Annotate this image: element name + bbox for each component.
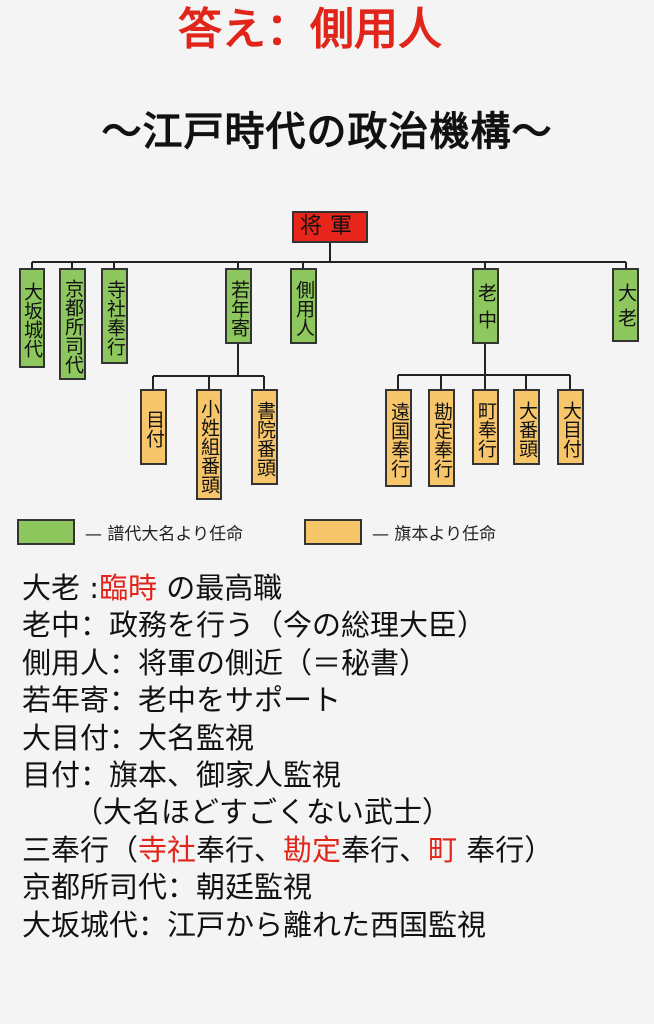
- legend-green: — 譜代大名より任命: [17, 519, 243, 545]
- note-line: 大坂城代：江戸から離れた西国監視: [22, 907, 642, 944]
- note-line: （大名ほどすごくない武士）: [22, 794, 642, 831]
- answer-heading: 答え：側用人: [178, 4, 442, 55]
- note-text: 目付：旗本、御家人監視: [22, 758, 342, 793]
- note-text: 三奉行（: [22, 832, 139, 867]
- note-line: 大目付：大名監視: [22, 720, 642, 757]
- note-text: 側用人：将軍の側近（＝秘書）: [22, 645, 429, 680]
- legend-label-green: — 譜代大名より任命: [85, 524, 244, 545]
- note-text: 奉行、: [196, 832, 284, 867]
- note-line: 老中：政務を行う（今の総理大臣）: [22, 607, 642, 644]
- node-osaka-jodai: 大坂城代: [19, 268, 45, 368]
- node-kanjo-bugyo: 勘定奉行: [428, 389, 455, 487]
- node-ongoku-bugyo: 遠国奉行: [385, 389, 412, 487]
- legend-swatch-green: [17, 519, 75, 545]
- note-highlight: 臨時: [99, 571, 158, 605]
- node-sobayonin: 側用人: [290, 268, 317, 344]
- note-line: 大老 :臨時 の最高職: [22, 570, 642, 607]
- note-text: 奉行）: [457, 832, 554, 867]
- note-text: 奉行、: [341, 832, 429, 867]
- note-highlight: 寺社: [138, 832, 197, 867]
- node-wakadoshiyori: 若年寄: [225, 268, 252, 344]
- org-chart-lines: [31, 243, 627, 389]
- note-text: の最高職: [157, 571, 283, 605]
- node-kosho-gumi-bangashira: 小姓組番頭: [196, 389, 222, 500]
- note-text: 大目付：大名監視: [22, 720, 255, 755]
- note-highlight: 町: [428, 832, 458, 867]
- node-tairo: 大老: [612, 268, 639, 342]
- note-text: 大老 :: [22, 571, 99, 605]
- legend-label-orange: — 旗本より任命: [372, 524, 497, 545]
- note-text: 老中：政務を行う（今の総理大臣）: [22, 608, 487, 643]
- note-line: 若年寄：老中をサポート: [22, 682, 642, 719]
- node-ometsuke: 大目付: [557, 389, 584, 465]
- node-jisha-bugyo: 寺社奉行: [101, 268, 128, 364]
- legend-orange: — 旗本より任命: [304, 519, 496, 545]
- note-line: 三奉行（寺社奉行、勘定奉行、町 奉行）: [22, 832, 642, 869]
- page-title: 〜江戸時代の政治機構〜: [101, 109, 553, 155]
- node-machi-bugyo: 町奉行: [472, 389, 499, 465]
- node-kyoto-shoshidai: 京都所司代: [59, 268, 86, 380]
- note-text: 若年寄：老中をサポート: [22, 683, 342, 718]
- note-highlight: 勘定: [283, 832, 342, 867]
- explanation-notes: 大老 :臨時 の最高職老中：政務を行う（今の総理大臣）側用人：将軍の側近（＝秘書…: [22, 570, 642, 944]
- legend-swatch-orange: [304, 519, 362, 545]
- node-oban-gashira: 大番頭: [513, 389, 540, 465]
- note-text: 京都所司代：朝廷監視: [22, 870, 313, 905]
- note-line: 京都所司代：朝廷監視: [22, 869, 642, 906]
- node-metsuke: 目付: [140, 389, 167, 465]
- note-line: 側用人：将軍の側近（＝秘書）: [22, 645, 642, 682]
- node-shogun: 将軍: [292, 211, 368, 243]
- node-roju: 老中: [472, 268, 499, 344]
- note-text: （大名ほどすごくない武士）: [74, 795, 452, 830]
- note-text: 大坂城代：江戸から離れた西国監視: [22, 907, 487, 942]
- node-shoin-bangashira: 書院番頭: [251, 389, 278, 485]
- note-line: 目付：旗本、御家人監視: [22, 757, 642, 794]
